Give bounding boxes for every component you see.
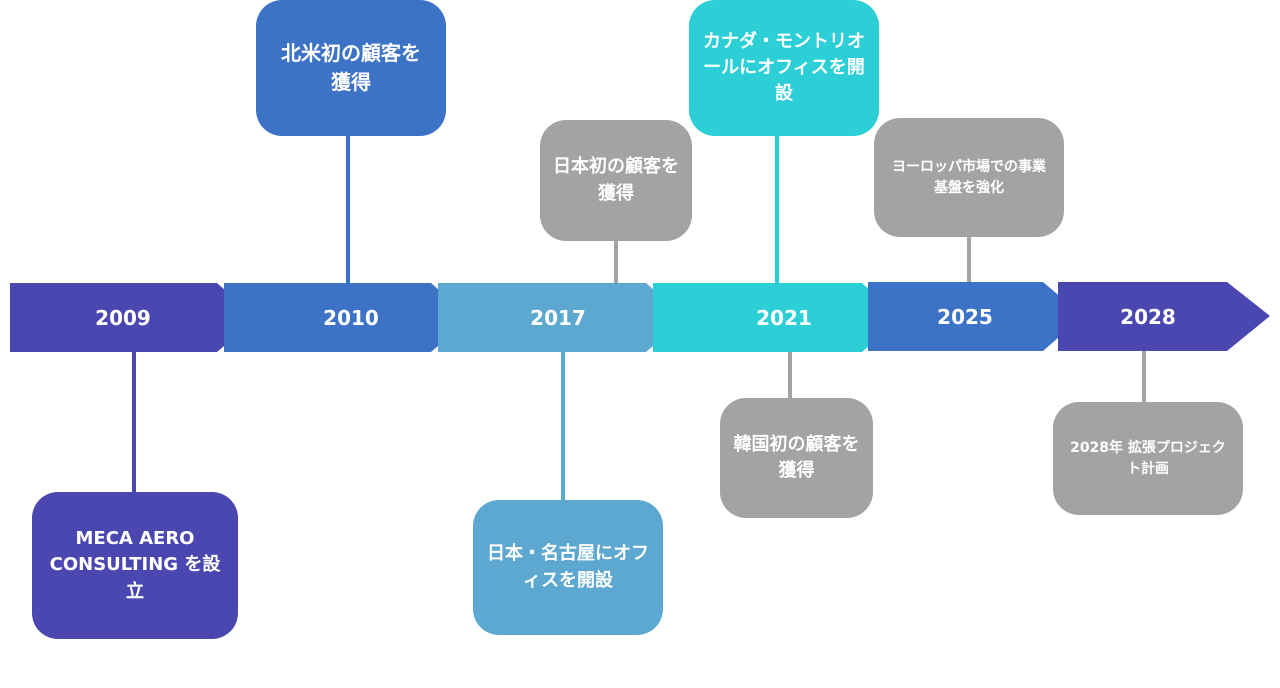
connector-2021-top	[775, 136, 779, 283]
year-label-2010: 2010	[323, 306, 379, 330]
year-arrow-2025	[868, 282, 1083, 351]
year-label-2021: 2021	[756, 306, 812, 330]
year-arrow-2021	[653, 283, 902, 352]
event-box-2021-montreal: カナダ・モントリオールにオフィスを開設	[689, 0, 879, 136]
year-arrow-2028	[1058, 282, 1270, 351]
year-label-2009: 2009	[95, 306, 151, 330]
event-box-2021-korea: 韓国初の顧客を獲得	[720, 398, 873, 518]
connector-2021-bottom	[788, 352, 792, 398]
connector-2028	[1142, 351, 1146, 402]
event-box-2017-japan-client: 日本初の顧客を獲得	[540, 120, 692, 241]
event-text-2017-nagoya: 日本・名古屋にオフィスを開設	[487, 543, 649, 591]
event-text-2009: MECA AERO CONSULTING を設立	[49, 528, 221, 602]
connector-2009	[132, 352, 136, 492]
year-label-2025: 2025	[937, 305, 993, 329]
event-box-2025: ヨーロッパ市場での事業基盤を強化	[874, 118, 1064, 237]
year-arrow-2009	[10, 283, 257, 352]
event-text-2028: 2028年 拡張プロジェクト計画	[1070, 440, 1226, 477]
event-text-2010: 北米初の顧客を獲得	[281, 41, 421, 94]
year-label-2028: 2028	[1120, 305, 1176, 329]
event-text-2021-montreal: カナダ・モントリオールにオフィスを開設	[703, 30, 865, 105]
connector-2025	[967, 237, 971, 282]
event-box-2010: 北米初の顧客を獲得	[256, 0, 446, 136]
event-box-2028: 2028年 拡張プロジェクト計画	[1053, 402, 1243, 515]
year-label-2017: 2017	[530, 306, 586, 330]
connector-2010	[346, 136, 350, 283]
event-text-2025: ヨーロッパ市場での事業基盤を強化	[892, 159, 1046, 196]
connector-2017-top	[614, 240, 618, 283]
year-arrow-2010	[224, 283, 471, 352]
event-text-2021-korea: 韓国初の顧客を獲得	[733, 433, 860, 481]
year-arrow-2017	[438, 283, 686, 352]
event-text-2017-japan-client: 日本初の顧客を獲得	[553, 156, 679, 204]
event-box-2009: MECA AERO CONSULTING を設立	[32, 492, 238, 639]
event-box-2017-nagoya: 日本・名古屋にオフィスを開設	[473, 500, 663, 635]
connector-2017-bottom	[561, 352, 565, 500]
